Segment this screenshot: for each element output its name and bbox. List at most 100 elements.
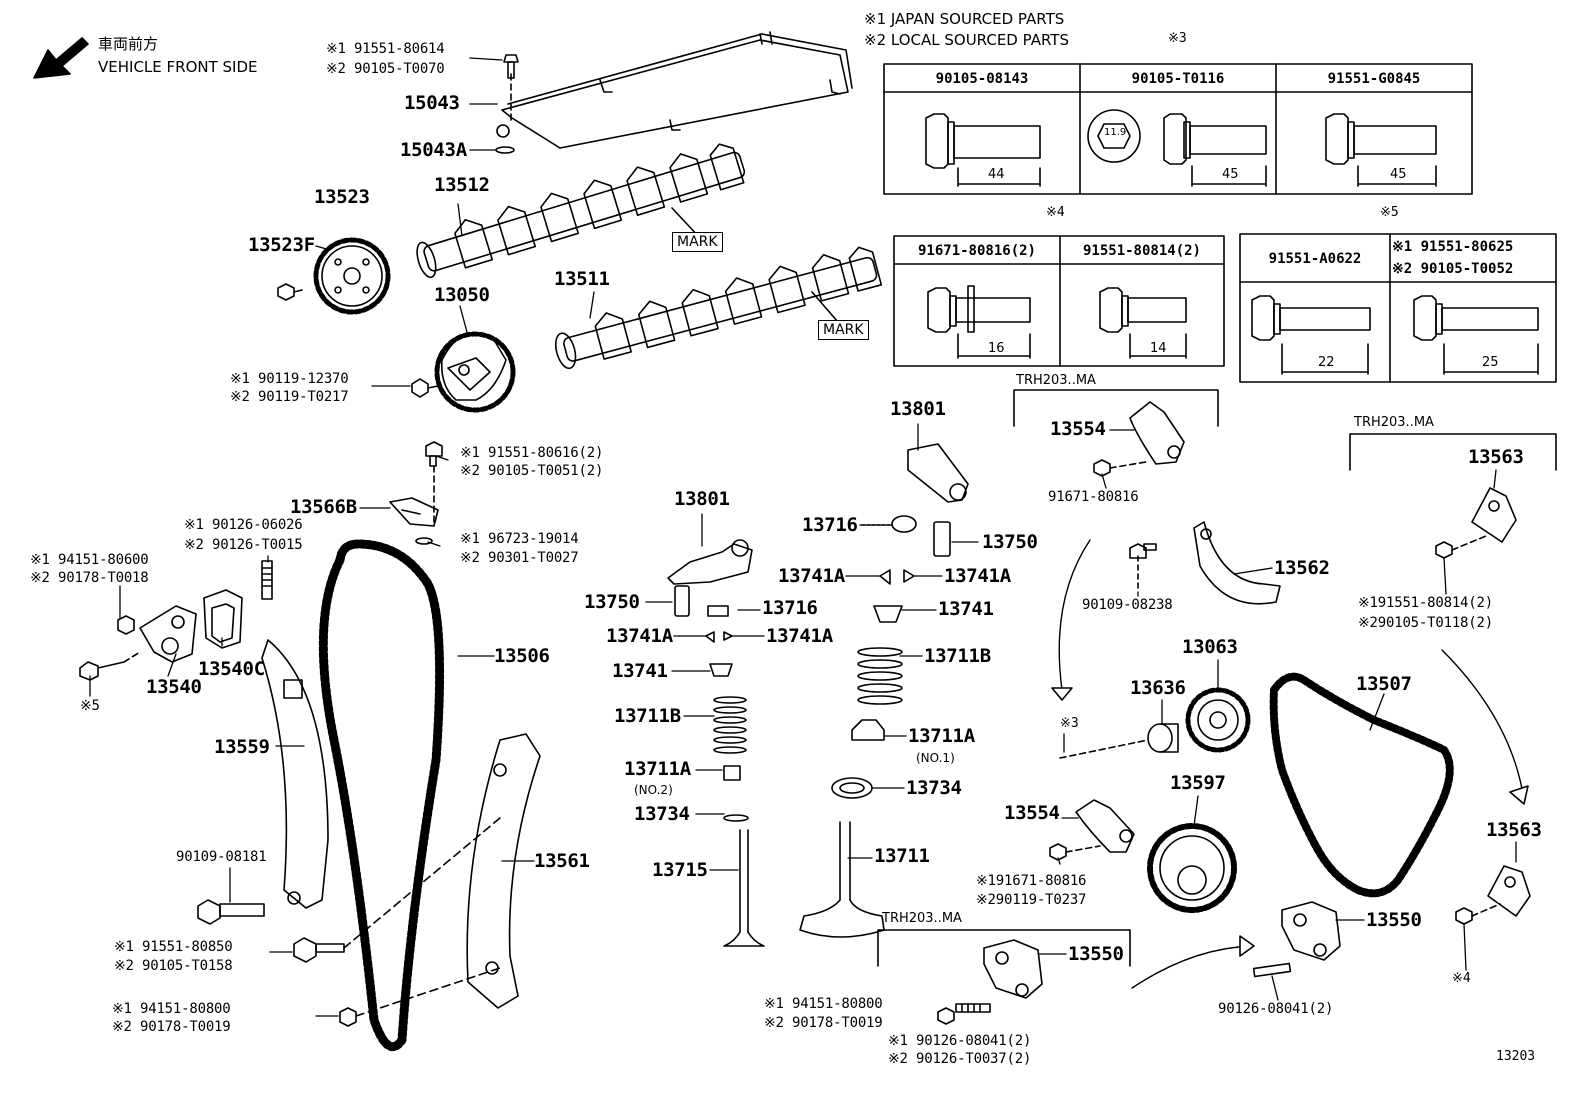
part-label: ※1 91551-80614	[326, 41, 445, 57]
part-label: 13750	[982, 531, 1038, 553]
bracket-trh-a	[1013, 389, 1219, 427]
timing-chain-13506	[318, 539, 445, 1052]
note-local-sourced: ※2 LOCAL SOURCED PARTS	[864, 31, 1069, 49]
valve-13715	[723, 829, 765, 947]
spring-13711B-left	[713, 696, 747, 754]
direction-jp: 車両前方	[98, 35, 159, 53]
part-label: ※2 90105-T0051(2)	[460, 463, 604, 479]
bolt-91671-80816-b	[1049, 843, 1101, 861]
bracket-trh-b	[877, 929, 1131, 967]
table-3-part-3: 91551-G0845	[1327, 71, 1421, 87]
rocker-arm-13801-left	[667, 539, 753, 585]
vehicle-front-arrow-icon	[33, 37, 89, 79]
part-label: 13063	[1182, 636, 1238, 658]
o-ring-96723	[415, 537, 433, 545]
guide-13563-bottom	[1487, 865, 1531, 917]
part-label: 13715	[652, 859, 708, 881]
part-label: ※290119-T0237	[976, 892, 1087, 908]
table-5-part-1: 91551-A0622	[1268, 251, 1362, 267]
table-4-part-1: 91671-80816(2)	[917, 243, 1036, 259]
part-label: 13506	[494, 645, 550, 667]
part-label: ※5	[80, 698, 100, 714]
part-label: 13734	[906, 777, 962, 799]
bolt-91551-80616	[425, 441, 443, 467]
guide-13554-top	[1129, 401, 1185, 465]
part-label: 13750	[584, 591, 640, 613]
part-label: ※2 90301-T0027	[460, 550, 579, 566]
part-label: ※1 90119-12370	[230, 371, 349, 387]
part-label: 15043A	[400, 139, 467, 161]
no1-label: (NO.1)	[916, 751, 955, 765]
part-label: 13050	[434, 284, 490, 306]
part-label: 13562	[1274, 557, 1330, 579]
shaft-13636	[1147, 723, 1179, 753]
sprocket-13523	[313, 237, 391, 315]
part-label: 13711B	[924, 645, 991, 667]
mark-box-b: MARK	[818, 320, 869, 340]
wire-harness-bracket-15043	[495, 31, 853, 154]
part-label: 13801	[674, 488, 730, 510]
part-label: ※2 90119-T0217	[230, 389, 349, 405]
valve-cap-13716-left	[707, 605, 729, 617]
part-label: 13741	[612, 660, 668, 682]
camshaft-13512	[416, 143, 746, 279]
bolt-91551-80850	[293, 937, 345, 963]
valve-13711	[799, 821, 885, 938]
bolt-90119-12370	[411, 378, 439, 398]
part-label: 13734	[634, 803, 690, 825]
guide-13554-bottom	[1075, 799, 1135, 853]
part-label: ※1 90126-08041(2)	[888, 1033, 1032, 1049]
gasket-13540C	[203, 589, 243, 649]
part-label: ※290105-T0118(2)	[1358, 615, 1493, 631]
part-label: 13741A	[778, 565, 845, 587]
part-label: ※2 90126-T0037(2)	[888, 1051, 1032, 1067]
part-label: 13507	[1356, 673, 1412, 695]
part-label: ※1 91551-80616(2)	[460, 445, 604, 461]
table-4-frame	[893, 235, 1225, 367]
part-label: ※3	[1060, 716, 1079, 731]
bolt-13523F	[277, 283, 303, 301]
part-label: ※1 91551-80850	[114, 939, 233, 955]
stud-90126-08041-b	[1252, 962, 1292, 978]
table-3-length-1: 44	[988, 167, 1005, 182]
part-label: 13540	[146, 676, 202, 698]
part-label: 13561	[534, 850, 590, 872]
part-label: 13711	[874, 845, 930, 867]
part-label: 13741A	[606, 625, 673, 647]
leader-mark-b	[811, 291, 839, 323]
part-label: ※191551-80814(2)	[1358, 595, 1493, 611]
vvt-gear-13050	[434, 331, 516, 413]
part-label: 13741A	[766, 625, 833, 647]
nut-94151-80800	[339, 1007, 357, 1027]
part-label: 13563	[1486, 819, 1542, 841]
chain-slipper-13559	[261, 639, 329, 909]
part-label: ※1 96723-19014	[460, 531, 579, 547]
table-5-ref: ※5	[1380, 205, 1399, 220]
direction-en: VEHICLE FRONT SIDE	[98, 58, 258, 76]
washer-13734-right	[831, 777, 873, 799]
part-label: ※1 90126-06026	[184, 517, 303, 533]
part-label: 13563	[1468, 446, 1524, 468]
seal-13711A-right	[851, 719, 885, 741]
retainer-13741-left	[709, 663, 733, 677]
sprocket-13597	[1147, 823, 1237, 913]
tensioner-13550-right	[1281, 901, 1341, 961]
table-5-part-2b: ※2 90105-T0052	[1392, 261, 1514, 277]
table-5-frame	[1239, 233, 1557, 383]
table-4-ref: ※4	[1046, 205, 1065, 220]
table-3-frame	[883, 63, 1473, 195]
table-3-part-1: 90105-08143	[935, 71, 1029, 87]
part-label: 13511	[554, 268, 610, 290]
part-label: 13550	[1366, 909, 1422, 931]
nut-94151-80800-b	[937, 1007, 955, 1025]
part-label: ※1 94151-80800	[764, 996, 883, 1012]
diagram-id: 13203	[1496, 1049, 1536, 1064]
timing-chain-13507	[1269, 672, 1454, 898]
table-5-length-2: 25	[1482, 355, 1499, 370]
stud-90126-08041	[955, 1003, 991, 1013]
camshaft-13511	[554, 246, 883, 370]
part-label: ※2 90105-T0070	[326, 61, 445, 77]
spring-13711B-right	[857, 647, 903, 705]
guide-13562	[1193, 521, 1281, 605]
trh-label-b: TRH203..MA	[882, 911, 962, 926]
